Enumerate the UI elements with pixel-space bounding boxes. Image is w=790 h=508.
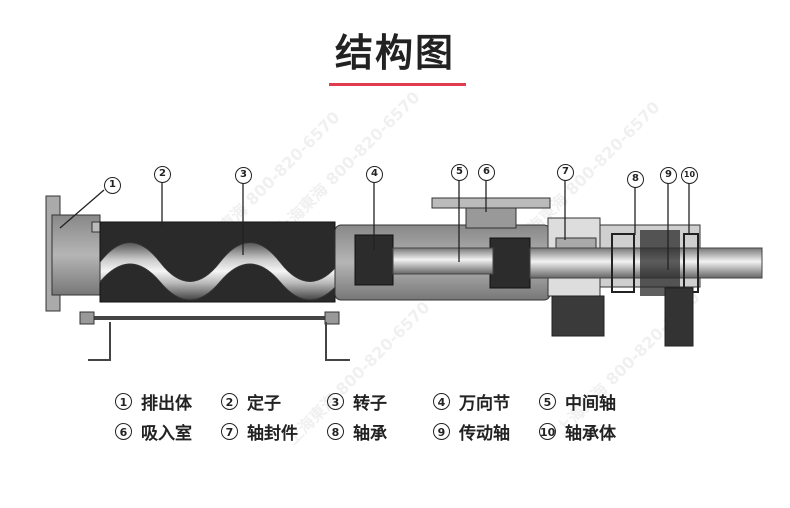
number-badge: 1 xyxy=(115,392,132,410)
number-badge: 5 xyxy=(539,392,556,410)
legend-label: 吸入室 xyxy=(141,423,192,444)
legend-item: 7 轴封件 xyxy=(221,419,327,444)
number-badge: 2 xyxy=(221,392,238,410)
intermediate-shaft xyxy=(392,247,494,275)
pump-structure-diagram xyxy=(45,178,763,361)
legend-item: 10 轴承体 xyxy=(539,419,645,444)
number-badge: 10 xyxy=(539,422,556,440)
callout-4: 4 xyxy=(366,166,383,183)
legend-label: 中间轴 xyxy=(565,393,616,414)
callout-10: 10 xyxy=(681,167,698,184)
number-badge: 6 xyxy=(115,422,132,440)
number-badge: 7 xyxy=(221,422,238,440)
legend-label: 转子 xyxy=(353,393,387,414)
callout-5: 5 xyxy=(451,164,468,181)
legend-label: 传动轴 xyxy=(459,423,510,444)
number-badge: 8 xyxy=(327,422,344,440)
number-badge: 4 xyxy=(433,392,450,410)
callout-2: 2 xyxy=(154,166,171,183)
legend-label: 万向节 xyxy=(459,393,510,414)
legend-item: 8 轴承 xyxy=(327,419,433,444)
bearing xyxy=(611,233,635,293)
callout-8: 8 xyxy=(627,171,644,188)
legend-label: 轴承 xyxy=(353,423,387,444)
legend-label: 轴承体 xyxy=(565,423,616,444)
legend-row: 1 排出体 2 定子 3 转子 4 万向节 5 中间轴 xyxy=(115,386,645,416)
legend-item: 5 中间轴 xyxy=(539,389,645,414)
callout-3: 3 xyxy=(235,167,252,184)
legend-item: 6 吸入室 xyxy=(115,419,221,444)
legend-item: 2 定子 xyxy=(221,389,327,414)
callout-9: 9 xyxy=(660,167,677,184)
discharge-body xyxy=(45,195,103,312)
number-badge: 3 xyxy=(327,392,344,410)
legend-item: 1 排出体 xyxy=(115,389,221,414)
legend-label: 排出体 xyxy=(141,393,192,414)
callout-6: 6 xyxy=(478,164,495,181)
page-title: 结构图 xyxy=(334,31,455,75)
callout-1: 1 xyxy=(104,177,121,194)
legend-item: 4 万向节 xyxy=(433,389,539,414)
legend-label: 轴封件 xyxy=(247,423,298,444)
legend-item: 9 传动轴 xyxy=(433,419,539,444)
title-underline xyxy=(329,83,466,86)
legend-row: 6 吸入室 7 轴封件 8 轴承 9 传动轴 10 轴承体 xyxy=(115,416,645,446)
callout-7: 7 xyxy=(557,164,574,181)
number-badge: 9 xyxy=(433,422,450,440)
legend: 1 排出体 2 定子 3 转子 4 万向节 5 中间轴 6 吸入室 7 轴封件 8 轴承 9 传动… xyxy=(115,386,645,446)
legend-item: 3 转子 xyxy=(327,389,433,414)
legend-label: 定子 xyxy=(247,393,281,414)
